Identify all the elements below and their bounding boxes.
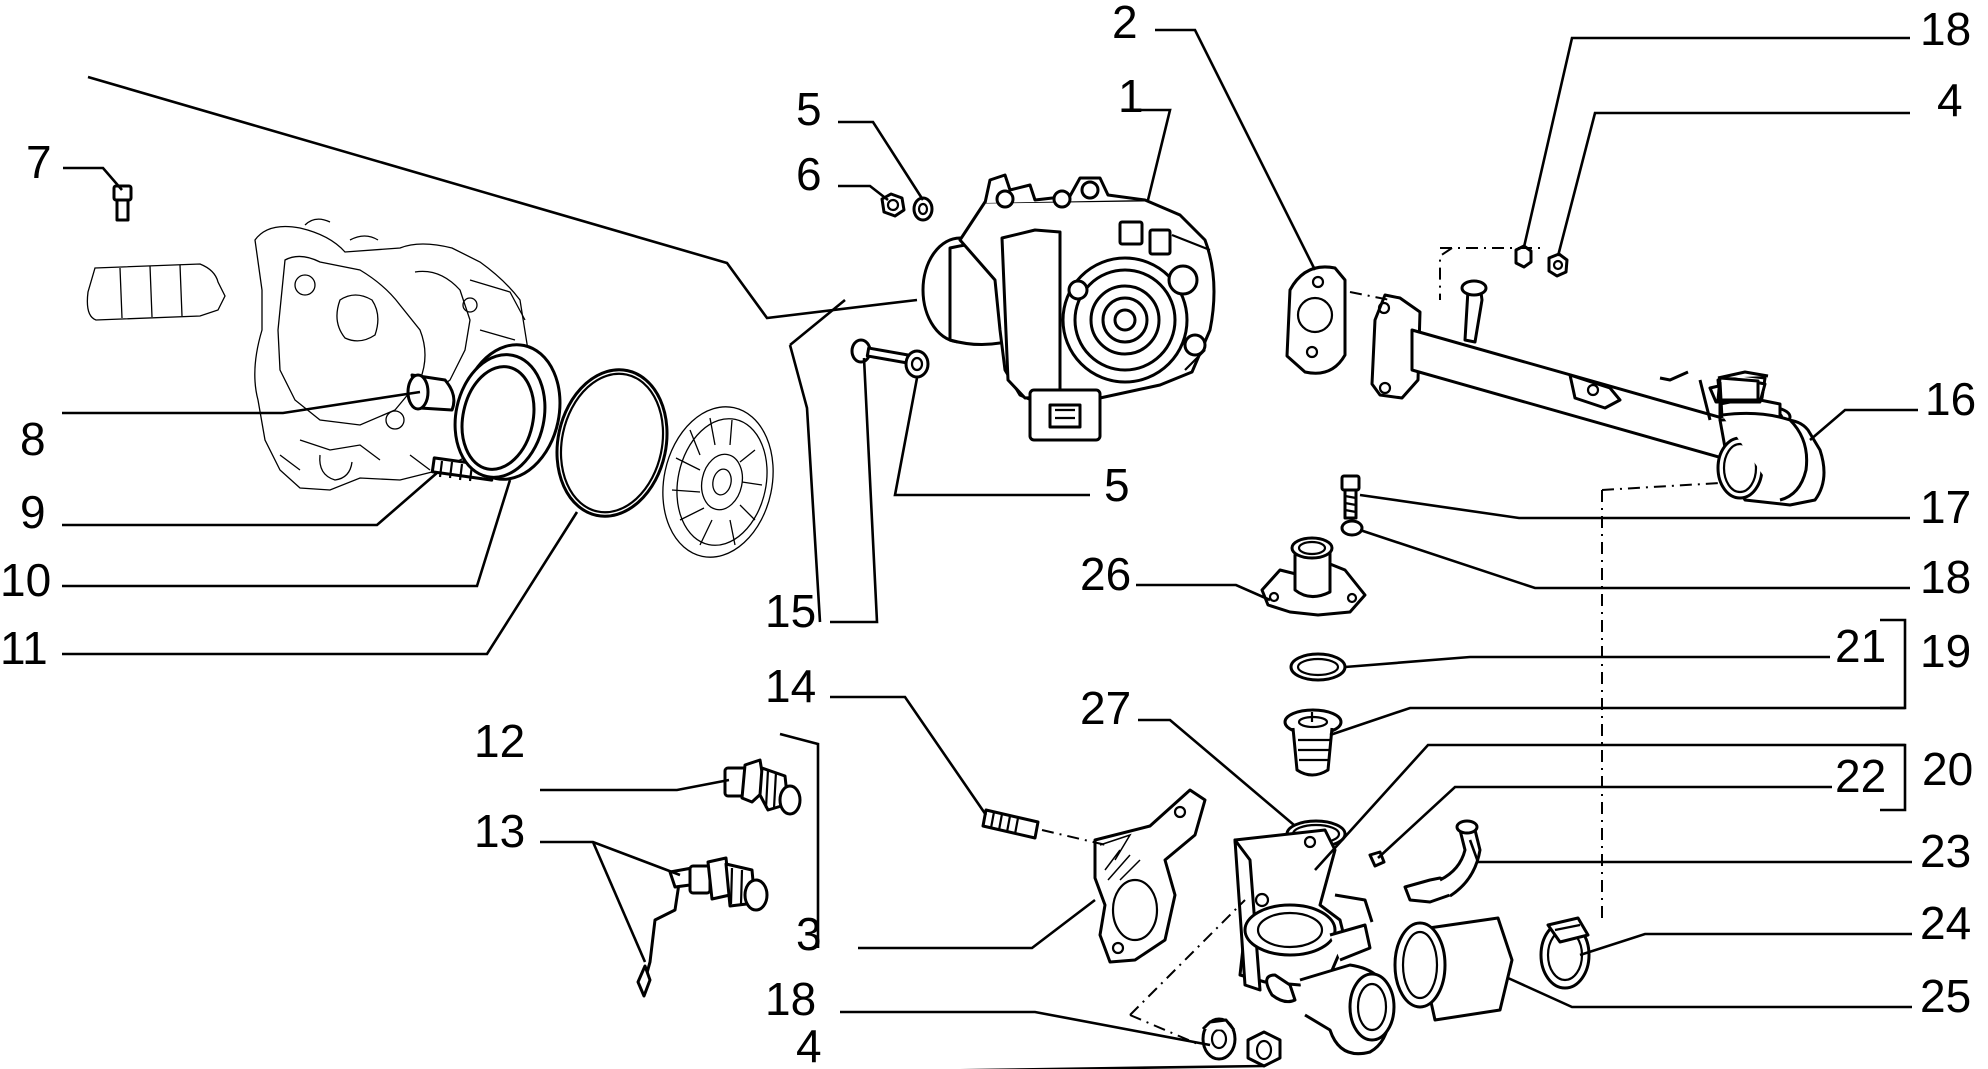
impeller-outline — [662, 406, 774, 558]
label-part-24: 24 — [1920, 897, 1971, 949]
part-8-bush — [406, 373, 456, 412]
label-part-20: 20 — [1922, 743, 1973, 795]
part-24-hose-clamp — [1539, 916, 1591, 990]
part-18-washer-top-right — [1514, 244, 1533, 269]
label-part-17: 17 — [1920, 481, 1971, 533]
label-part-21: 21 — [1835, 620, 1886, 672]
label-part-6: 6 — [796, 148, 822, 200]
label-part-27: 27 — [1080, 682, 1131, 734]
part-12-temperature-sender — [723, 758, 802, 816]
part-14-stud — [981, 808, 1040, 840]
label-part-11: 11 — [0, 622, 48, 674]
part-11-o-ring — [555, 368, 669, 518]
label-part-22: 22 — [1835, 750, 1886, 802]
part-3-gasket — [1093, 788, 1207, 964]
label-part-2: 2 — [1112, 0, 1138, 48]
part-18-washer-bottom — [1201, 1017, 1237, 1061]
part-16-coolant-pipe — [1370, 279, 1826, 507]
label-part-18-mid: 18 — [1920, 551, 1971, 603]
label-part-19: 19 — [1920, 625, 1971, 677]
label-part-9: 9 — [20, 486, 46, 538]
label-part-12: 12 — [474, 715, 525, 767]
label-part-18-bottom: 18 — [765, 973, 816, 1025]
leader-lines — [62, 28, 1918, 1069]
label-part-5-lower: 5 — [1104, 459, 1130, 511]
part-5-washer-top — [912, 196, 934, 222]
label-part-26: 26 — [1080, 548, 1131, 600]
part-25-hose — [1393, 916, 1514, 1022]
label-part-8: 8 — [20, 413, 46, 465]
label-part-1: 1 — [1118, 70, 1144, 122]
part-21-seal-ring — [1289, 652, 1347, 682]
part-10-seal-ring — [453, 343, 562, 481]
part-26-outlet-flange — [1260, 536, 1367, 617]
label-part-25: 25 — [1920, 970, 1971, 1022]
label-part-18-top: 18 — [1920, 3, 1971, 55]
part-5-washer-lower — [904, 349, 930, 379]
assembly-lines — [87, 75, 1721, 1046]
label-part-16: 16 — [1925, 373, 1976, 425]
part-23-bleed-union — [1403, 819, 1482, 904]
label-part-4-bottom: 4 — [796, 1020, 822, 1069]
label-part-7: 7 — [26, 136, 52, 188]
part-4-nut-top-right — [1547, 252, 1569, 278]
label-part-15: 15 — [765, 585, 816, 637]
label-part-23: 23 — [1920, 825, 1971, 877]
part-18-washer-mid — [1340, 519, 1364, 537]
label-part-14: 14 — [765, 660, 816, 712]
label-part-5-top: 5 — [796, 83, 822, 135]
part-2-gasket — [1285, 265, 1347, 375]
label-part-3: 3 — [796, 908, 822, 960]
thermostat — [1283, 708, 1343, 777]
part-15-bolt — [850, 338, 910, 365]
part-17-screw — [1340, 474, 1361, 520]
label-part-4-top: 4 — [1937, 74, 1963, 126]
part-7-bleed-screw — [112, 184, 133, 222]
part-4-nut-bottom — [1246, 1030, 1282, 1068]
part-1-water-pump-body — [921, 173, 1216, 442]
part-13-sender-with-lead — [636, 856, 769, 998]
label-part-10: 10 — [0, 554, 51, 606]
thermostat-housing — [1233, 828, 1396, 1056]
label-part-13: 13 — [474, 805, 525, 857]
